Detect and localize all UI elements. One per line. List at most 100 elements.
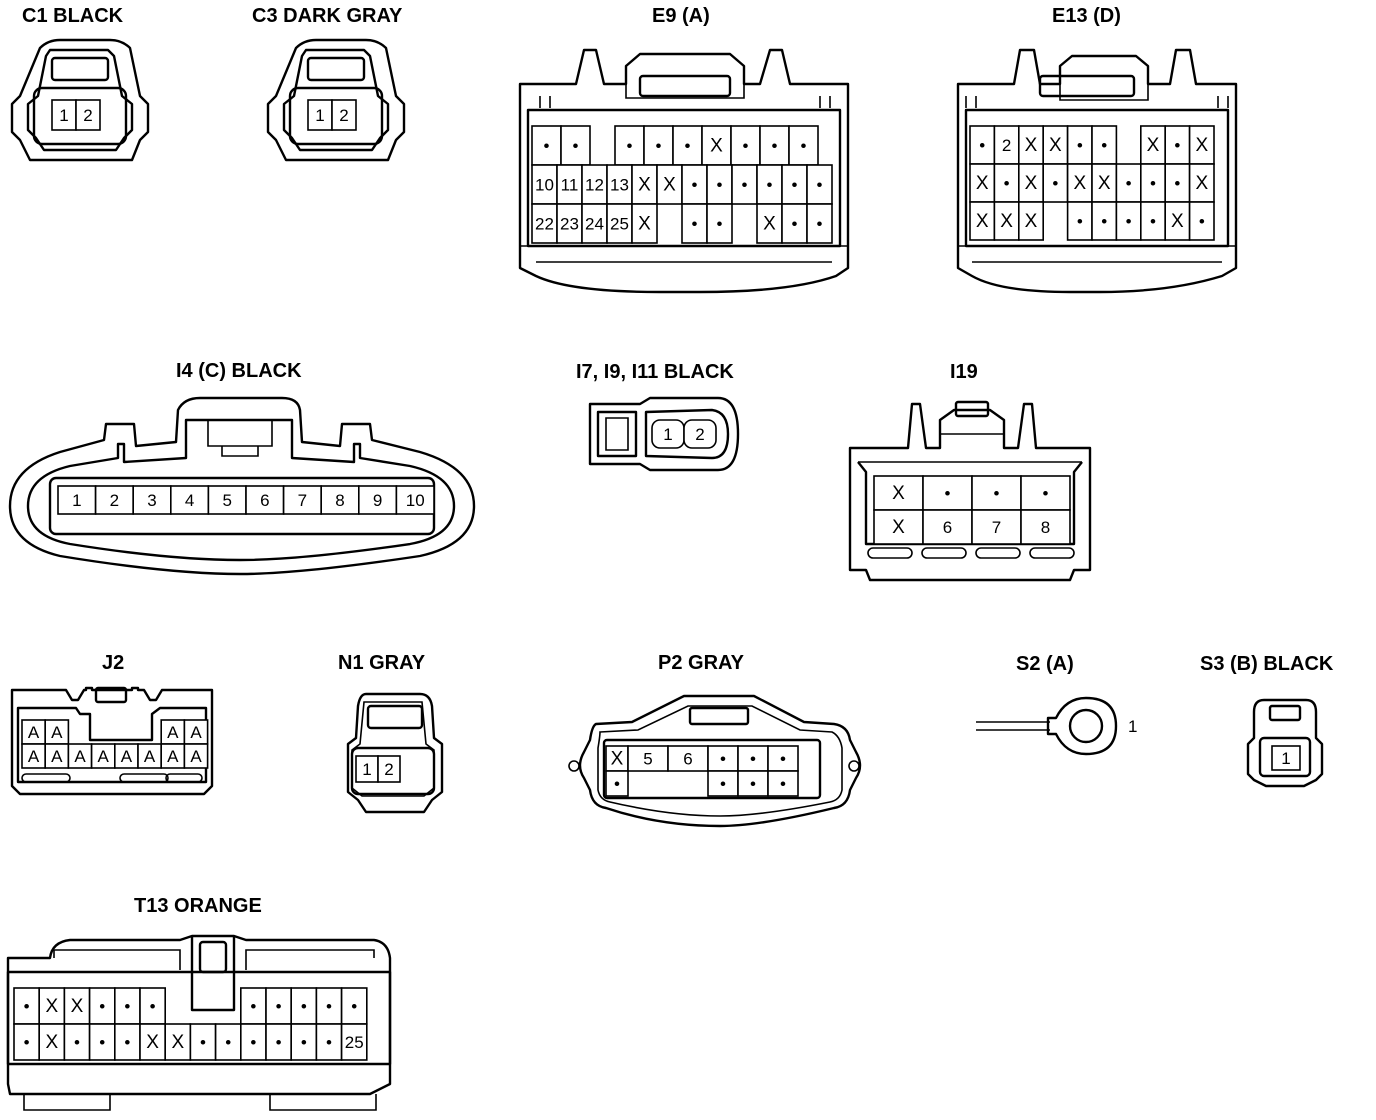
pin-label: X bbox=[1025, 173, 1038, 194]
pin-cell bbox=[1017, 201, 1044, 241]
pin-label: 25 bbox=[345, 1033, 364, 1052]
pin-label: A bbox=[121, 747, 133, 766]
pin-label: X bbox=[71, 996, 84, 1017]
s2-pin-1: 1 bbox=[1128, 717, 1137, 736]
pin-label: 2 bbox=[83, 106, 92, 125]
pin-cell bbox=[730, 125, 761, 166]
pin-cell bbox=[1140, 125, 1167, 165]
pin-cell bbox=[207, 485, 247, 515]
pin-label: • bbox=[1004, 174, 1010, 193]
pin-cell bbox=[183, 743, 209, 769]
pin-cell bbox=[993, 163, 1020, 203]
pin-label: • bbox=[742, 176, 748, 195]
j2-latches bbox=[21, 773, 203, 783]
pin-cell bbox=[132, 485, 172, 515]
pin-label: 6 bbox=[683, 750, 692, 769]
pin-grid-s3: 1 bbox=[1271, 745, 1301, 771]
pin-label: • bbox=[200, 1033, 206, 1052]
pin-label: 10 bbox=[406, 491, 425, 510]
pin-label: • bbox=[250, 997, 256, 1016]
pin-label: 2 bbox=[384, 760, 393, 779]
pin-label: • bbox=[124, 1033, 130, 1052]
pin-label: 4 bbox=[185, 491, 194, 510]
pin-cell bbox=[581, 203, 608, 244]
connector-t13: T13 ORANGE bbox=[6, 895, 392, 1111]
pin-cell bbox=[1188, 163, 1215, 203]
pin-cell bbox=[1164, 201, 1191, 241]
pin-cell bbox=[377, 755, 401, 783]
pin-label: X bbox=[1195, 173, 1208, 194]
pin-label: A bbox=[190, 723, 202, 742]
pin-label: 22 bbox=[535, 215, 554, 234]
connector-c3: C3 DARK GRAY bbox=[252, 5, 406, 162]
pin-label: 1 bbox=[362, 760, 371, 779]
pin-cell bbox=[969, 125, 996, 165]
pin-label: 23 bbox=[560, 215, 579, 234]
pin-label: 2 bbox=[1002, 136, 1011, 155]
connector-label-j2: J2 bbox=[102, 652, 124, 674]
pin-label: 6 bbox=[943, 518, 952, 537]
pin-label: X bbox=[171, 1032, 184, 1053]
pin-label: X bbox=[1000, 211, 1013, 232]
pin-label: • bbox=[1101, 136, 1107, 155]
pin-label: • bbox=[772, 137, 778, 156]
pin-cell bbox=[63, 987, 91, 1025]
pin-label: X bbox=[638, 214, 651, 235]
pin-label: • bbox=[720, 775, 726, 794]
pin-label: • bbox=[743, 137, 749, 156]
pin-label: X bbox=[1073, 173, 1086, 194]
pin-cell bbox=[614, 125, 645, 166]
pin-cell bbox=[631, 203, 658, 244]
pin-cell bbox=[315, 1023, 343, 1061]
pin-label: • bbox=[614, 775, 620, 794]
pin-label: • bbox=[99, 1033, 105, 1052]
pin-label: • bbox=[544, 137, 550, 156]
pin-label: 1 bbox=[72, 491, 81, 510]
pin-cell bbox=[139, 987, 167, 1025]
connector-e9: E9 (A) bbox=[518, 5, 850, 294]
pin-cell bbox=[767, 770, 799, 797]
pin-cell bbox=[63, 1023, 91, 1061]
pin-label: • bbox=[351, 997, 357, 1016]
pin-label: X bbox=[976, 211, 989, 232]
pin-label: X bbox=[710, 136, 723, 157]
pin-label: • bbox=[750, 750, 756, 769]
pin-cell bbox=[38, 1023, 66, 1061]
pin-label: 12 bbox=[585, 176, 604, 195]
connector-label-s2: S2 (A) bbox=[1016, 653, 1074, 675]
pin-cell bbox=[873, 475, 924, 511]
pin-label: 7 bbox=[992, 518, 1001, 537]
pin-label: 2 bbox=[110, 491, 119, 510]
pin-label: A bbox=[51, 747, 63, 766]
pin-label: 5 bbox=[222, 491, 231, 510]
pin-label: 8 bbox=[1041, 518, 1050, 537]
connector-j2: J2 bbox=[10, 652, 214, 796]
pin-label: • bbox=[99, 997, 105, 1016]
connector-label-c3: C3 DARK GRAY bbox=[252, 5, 403, 27]
pin-label: X bbox=[763, 214, 776, 235]
pin-label: X bbox=[1049, 135, 1062, 156]
connector-i7: I7, I9, I11 BLACK bbox=[576, 361, 740, 472]
pin-cell bbox=[1020, 475, 1071, 511]
pin-label: A bbox=[144, 747, 156, 766]
pin-label: • bbox=[717, 176, 723, 195]
pin-cell bbox=[1140, 163, 1167, 203]
pin-cell bbox=[164, 1023, 192, 1061]
pin-label: • bbox=[124, 997, 130, 1016]
connector-label-p2: P2 GRAY bbox=[658, 652, 745, 674]
pin-label: • bbox=[994, 484, 1000, 503]
pin-label: • bbox=[817, 176, 823, 195]
pin-label: 8 bbox=[335, 491, 344, 510]
pin-cell bbox=[94, 485, 134, 515]
pin-label: • bbox=[24, 1033, 30, 1052]
pin-cell bbox=[873, 509, 924, 545]
connector-i19: I19 bbox=[848, 361, 1092, 582]
pin-cell bbox=[806, 203, 833, 244]
pin-label: X bbox=[1147, 135, 1160, 156]
pin-label: • bbox=[326, 997, 332, 1016]
